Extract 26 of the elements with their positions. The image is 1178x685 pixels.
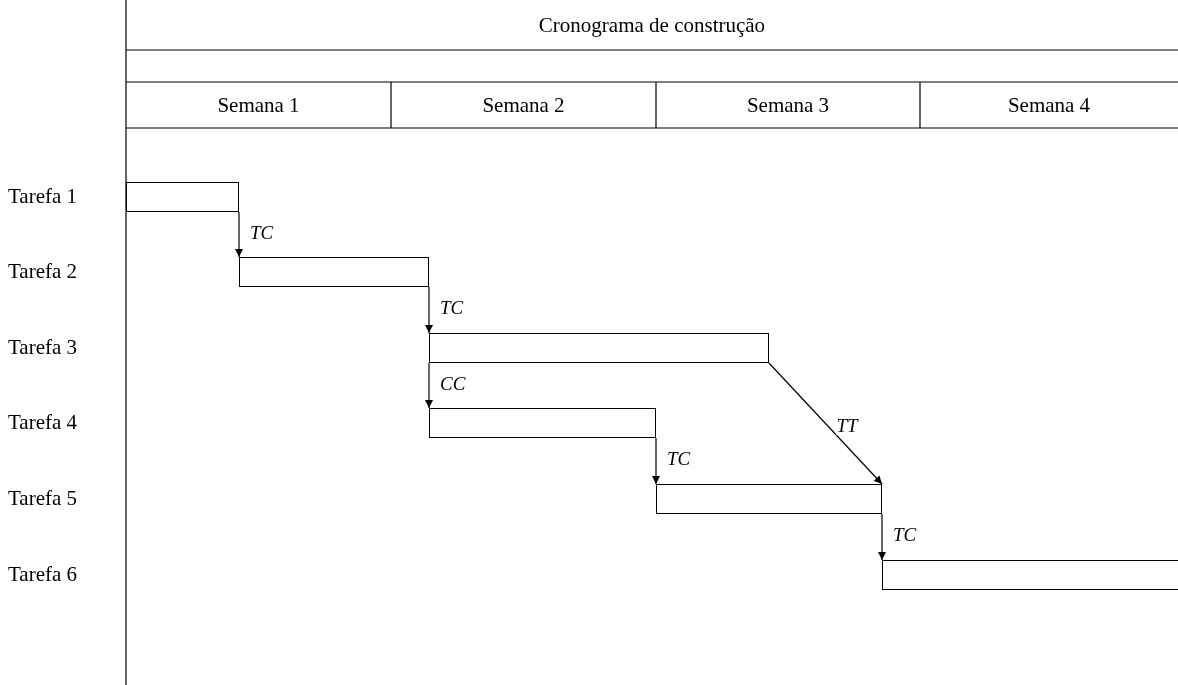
task-label: Tarefa 2 [8, 261, 78, 282]
task-label: Tarefa 6 [8, 564, 78, 585]
week-header: Semana 3 [746, 95, 830, 116]
arrow [425, 362, 433, 409]
week-header: Semana 4 [1007, 95, 1091, 116]
arrow [652, 437, 660, 485]
task-bar [239, 257, 429, 287]
arrow [768, 362, 883, 485]
edge-label: TC [892, 525, 918, 544]
task-label: Tarefa 5 [8, 488, 78, 509]
edge-label: TC [439, 298, 465, 317]
arrow [425, 286, 433, 334]
chart-title: Cronograma de construção [537, 15, 767, 36]
task-bar [126, 182, 239, 212]
task-label: Tarefa 1 [8, 186, 78, 207]
task-label: Tarefa 3 [8, 337, 78, 358]
task-label: Tarefa 4 [8, 412, 78, 433]
week-header: Semana 1 [217, 95, 300, 116]
task-bar [429, 408, 656, 438]
task-bar [429, 333, 769, 363]
edge-label: TC [666, 449, 692, 468]
task-bar [656, 484, 882, 514]
arrow [878, 513, 886, 561]
task-bar [882, 560, 1178, 590]
week-header: Semana 2 [482, 95, 565, 116]
arrow [235, 211, 243, 258]
